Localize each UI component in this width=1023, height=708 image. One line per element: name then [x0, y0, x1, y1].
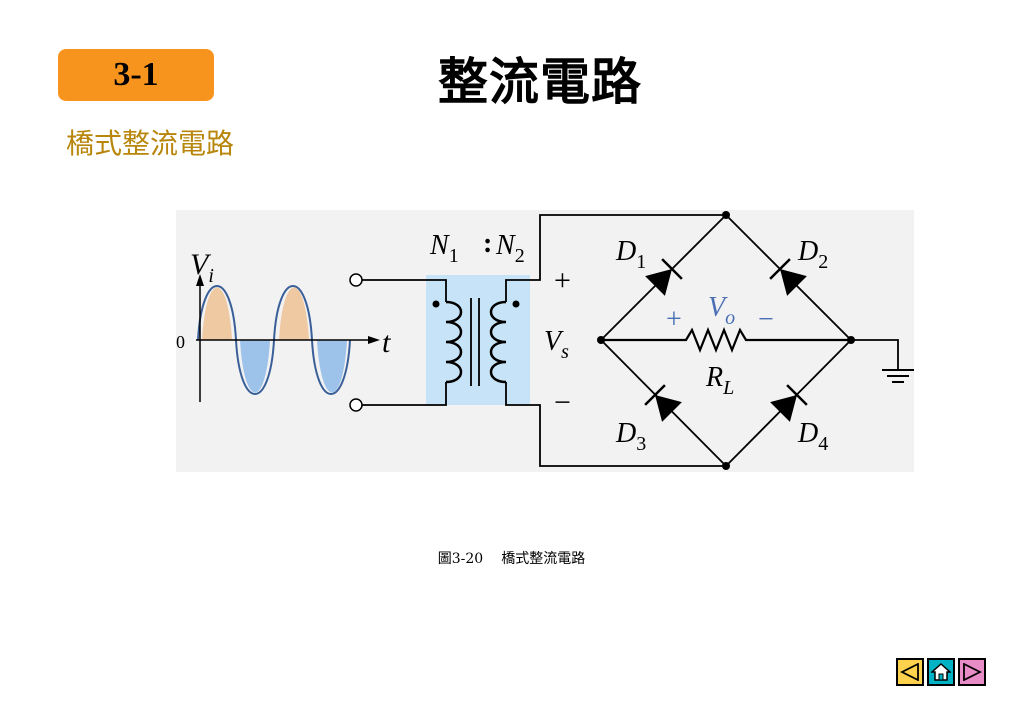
secondary-wire-top [505, 214, 726, 302]
label-t: t [382, 326, 391, 359]
section-number: 3-1 [113, 56, 159, 93]
home-button[interactable] [927, 658, 955, 686]
y-axis-arrow-icon [196, 274, 204, 286]
label-vs-plus: + [554, 264, 571, 297]
label-vo-minus: − [758, 304, 774, 335]
diode-d2 [769, 258, 807, 296]
label-vs: Vs [544, 326, 569, 363]
primary-wire-bottom [362, 382, 447, 406]
label-zero: 0 [176, 332, 185, 352]
label-vo-plus: + [666, 304, 682, 335]
bridge-rectifier-figure: Vi 0 t N1 : N2 + − Vs [176, 210, 914, 472]
diode-bridge: D1 D2 D3 D4 + Vo − RL [597, 211, 855, 470]
transformer: N1 : N2 + − Vs [349, 214, 726, 467]
node-bottom [722, 462, 730, 470]
label-d3: D3 [615, 418, 646, 455]
node-top [722, 211, 730, 219]
triangle-left-icon [900, 663, 919, 681]
diode-d3 [644, 384, 682, 422]
page-title: 整流電路 [438, 52, 642, 111]
input-waveform: Vi 0 t [176, 248, 391, 402]
label-d4: D4 [797, 418, 828, 455]
primary-wire-top [362, 279, 447, 302]
next-slide-button[interactable] [958, 658, 986, 686]
slide-navigation [896, 658, 986, 686]
label-colon: : [483, 228, 492, 259]
input-terminal-top [349, 273, 363, 287]
label-vs-minus: − [554, 386, 571, 419]
secondary-coil [489, 300, 507, 384]
load-resistor [601, 327, 851, 353]
label-vi: Vi [190, 248, 214, 287]
previous-slide-button[interactable] [896, 658, 924, 686]
waveform-positive-lobe-1 [202, 287, 232, 340]
label-n2: N2 [495, 230, 525, 267]
caption-number: 圖3-20 [437, 551, 484, 567]
label-vo: Vo [708, 292, 735, 329]
diode-d4 [770, 384, 808, 422]
primary-polarity-dot [432, 300, 440, 308]
x-axis-arrow-icon [368, 336, 380, 344]
label-d2: D2 [797, 236, 828, 273]
transformer-background [426, 275, 530, 405]
primary-coil [445, 300, 463, 384]
section-badge: 3-1 [58, 49, 214, 101]
input-terminal-bottom [349, 398, 363, 412]
label-d1: D1 [615, 236, 646, 273]
secondary-polarity-dot [512, 300, 520, 308]
ground-icon [851, 339, 914, 383]
page-subtitle: 橋式整流電路 [66, 127, 235, 160]
home-icon [931, 663, 951, 681]
caption-text: 橋式整流電路 [501, 551, 586, 567]
label-rl: RL [705, 362, 734, 399]
figure-caption: 圖3-20 橋式整流電路 [0, 548, 1023, 568]
diode-d1 [645, 258, 683, 296]
secondary-wire-bottom [505, 382, 726, 467]
label-n1: N1 [429, 230, 459, 267]
waveform-positive-lobe-2 [279, 287, 309, 340]
waveform-negative-lobe-2 [317, 340, 347, 393]
triangle-right-icon [963, 663, 982, 681]
waveform-negative-lobe-1 [240, 340, 270, 393]
